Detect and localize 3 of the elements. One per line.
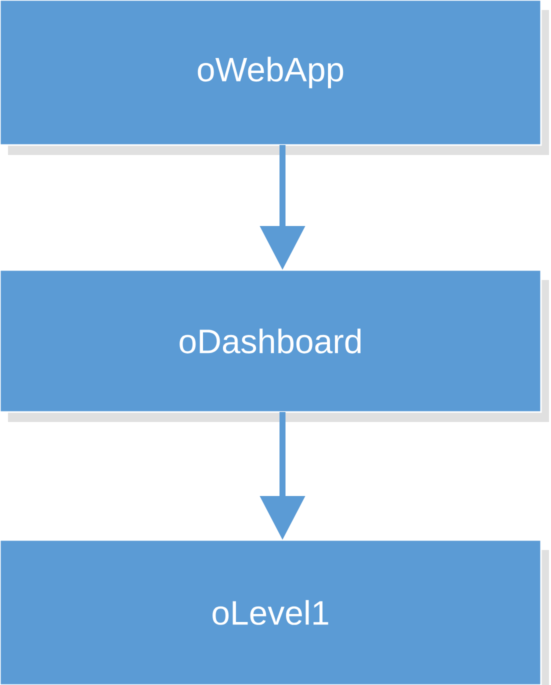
process-box: oLevel1 xyxy=(0,539,542,685)
process-box: oDashboard xyxy=(0,269,542,413)
process-box: oWebApp xyxy=(0,0,542,146)
